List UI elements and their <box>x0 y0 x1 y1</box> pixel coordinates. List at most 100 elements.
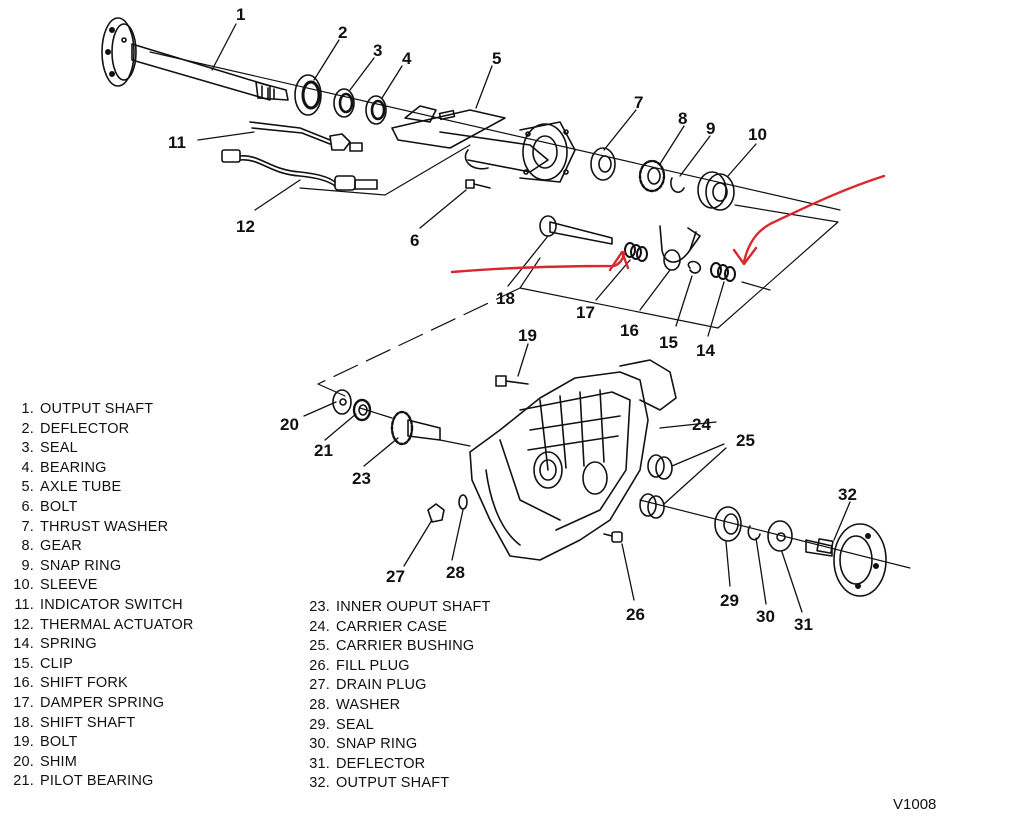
carrier-case <box>469 359 677 561</box>
legend-item: 28.WASHER <box>309 696 401 713</box>
drain-plug <box>427 503 445 523</box>
callout-27: 27 <box>386 567 405 586</box>
legend-item: 25.CARRIER BUSHING <box>309 638 475 655</box>
callout-31: 31 <box>794 615 813 634</box>
carrier-bushing-upper <box>647 454 673 480</box>
legend-item: 29.SEAL <box>309 716 374 733</box>
output-shaft-lower <box>805 523 887 597</box>
legend-item: 6.BOLT <box>21 498 78 515</box>
seal-upper <box>333 88 355 118</box>
red-arrowhead-right <box>732 246 758 266</box>
legend-item: 17.DAMPER SPRING <box>13 694 165 711</box>
callout-10: 10 <box>748 125 767 144</box>
seal-lower <box>714 506 742 542</box>
callout-26: 26 <box>626 605 645 624</box>
legend-item: 15.CLIP <box>13 655 74 672</box>
pilot-bearing <box>352 398 372 422</box>
callout-25: 25 <box>736 431 755 450</box>
legend-item: 8.GEAR <box>21 538 82 555</box>
thermal-actuator <box>221 149 378 191</box>
legend-item: 18.SHIFT SHAFT <box>13 714 136 731</box>
callout-15: 15 <box>659 333 678 352</box>
snap-ring-lower <box>747 525 761 541</box>
red-arrow-left <box>450 250 626 274</box>
indicator-switch <box>249 121 363 152</box>
axle-tube <box>391 105 576 183</box>
legend-item: 12.THERMAL ACTUATOR <box>13 616 194 633</box>
legend-item: 32.OUTPUT SHAFT <box>309 775 450 792</box>
callout-14: 14 <box>696 341 715 360</box>
callout-2: 2 <box>338 23 347 42</box>
callout-23: 23 <box>352 469 371 488</box>
inner-output-shaft <box>390 410 441 446</box>
snap-ring-upper <box>670 177 685 193</box>
legend-item: 30.SNAP RING <box>309 736 418 753</box>
legend-item: 7.THRUST WASHER <box>21 518 169 535</box>
callout-12: 12 <box>236 217 255 236</box>
callout-16: 16 <box>620 321 639 340</box>
callout-17: 17 <box>576 303 595 322</box>
damper-spring <box>624 242 648 262</box>
callout-11: 11 <box>168 133 186 152</box>
legend-item: 5.AXLE TUBE <box>21 479 122 496</box>
legend-item: 1.OUTPUT SHAFT <box>21 401 154 417</box>
callout-30: 30 <box>756 607 775 626</box>
callout-18: 18 <box>496 289 515 308</box>
output-shaft-upper <box>101 17 289 101</box>
fill-plug <box>603 531 623 543</box>
red-annotation-arrows <box>450 174 886 274</box>
sleeve <box>697 171 735 211</box>
legend-item: 11.INDICATOR SWITCH <box>14 596 183 613</box>
parts-legend-right: 23.INNER OUPUT SHAFT 24.CARRIER CASE 25.… <box>300 598 491 794</box>
figure-code: V1008 <box>893 796 937 813</box>
gear <box>638 159 666 193</box>
clip <box>687 260 702 274</box>
bolt-upper <box>465 179 491 189</box>
legend-item: 16.SHIFT FORK <box>13 675 128 692</box>
callout-28: 28 <box>446 563 465 582</box>
shift-shaft <box>539 215 613 245</box>
washer <box>458 494 468 510</box>
bearing-upper <box>365 95 387 125</box>
callout-21: 21 <box>314 441 333 460</box>
spring <box>710 262 736 282</box>
callout-29: 29 <box>720 591 739 610</box>
callout-3: 3 <box>373 41 382 60</box>
callout-4: 4 <box>402 49 412 68</box>
legend-item: 23.INNER OUPUT SHAFT <box>309 599 491 615</box>
red-arrow-right <box>742 174 886 264</box>
legend-item: 3.SEAL <box>21 440 78 457</box>
thrust-washer <box>590 147 616 181</box>
legend-item: 20.SHIM <box>13 753 78 770</box>
legend-item: 31.DEFLECTOR <box>309 755 426 772</box>
legend-item: 19.BOLT <box>13 734 78 751</box>
callout-7: 7 <box>634 93 643 112</box>
callout-24: 24 <box>692 415 711 434</box>
callout-1: 1 <box>236 5 245 24</box>
deflector-upper <box>294 74 322 116</box>
callout-8: 8 <box>678 109 687 128</box>
shift-fork <box>659 225 701 271</box>
legend-item: 14.SPRING <box>13 636 97 653</box>
legend-item: 9.SNAP RING <box>21 557 122 574</box>
legend-item: 4.BEARING <box>21 459 107 476</box>
callout-32: 32 <box>838 485 857 504</box>
legend-item: 26.FILL PLUG <box>309 657 410 674</box>
callout-19: 19 <box>518 326 537 345</box>
lower-centerline <box>359 407 911 569</box>
red-arrowhead-left <box>608 250 630 272</box>
callout-numbers: 1 2 3 4 5 6 7 8 9 10 11 12 14 15 16 17 1… <box>168 5 857 634</box>
legend-item: 21.PILOT BEARING <box>13 773 154 790</box>
legend-item: 2.DEFLECTOR <box>21 420 130 437</box>
parts-legend-left: 1.OUTPUT SHAFT 2.DEFLECTOR 3.SEAL 4.BEAR… <box>4 400 194 792</box>
legend-item: 24.CARRIER CASE <box>309 618 448 635</box>
deflector-lower <box>767 520 793 552</box>
callout-9: 9 <box>706 119 715 138</box>
callout-5: 5 <box>492 49 501 68</box>
bolt-lower <box>495 375 529 387</box>
callout-6: 6 <box>410 231 419 250</box>
legend-item: 27.DRAIN PLUG <box>309 677 427 694</box>
shim <box>332 389 352 415</box>
legend-item: 10.SLEEVE <box>13 577 98 594</box>
